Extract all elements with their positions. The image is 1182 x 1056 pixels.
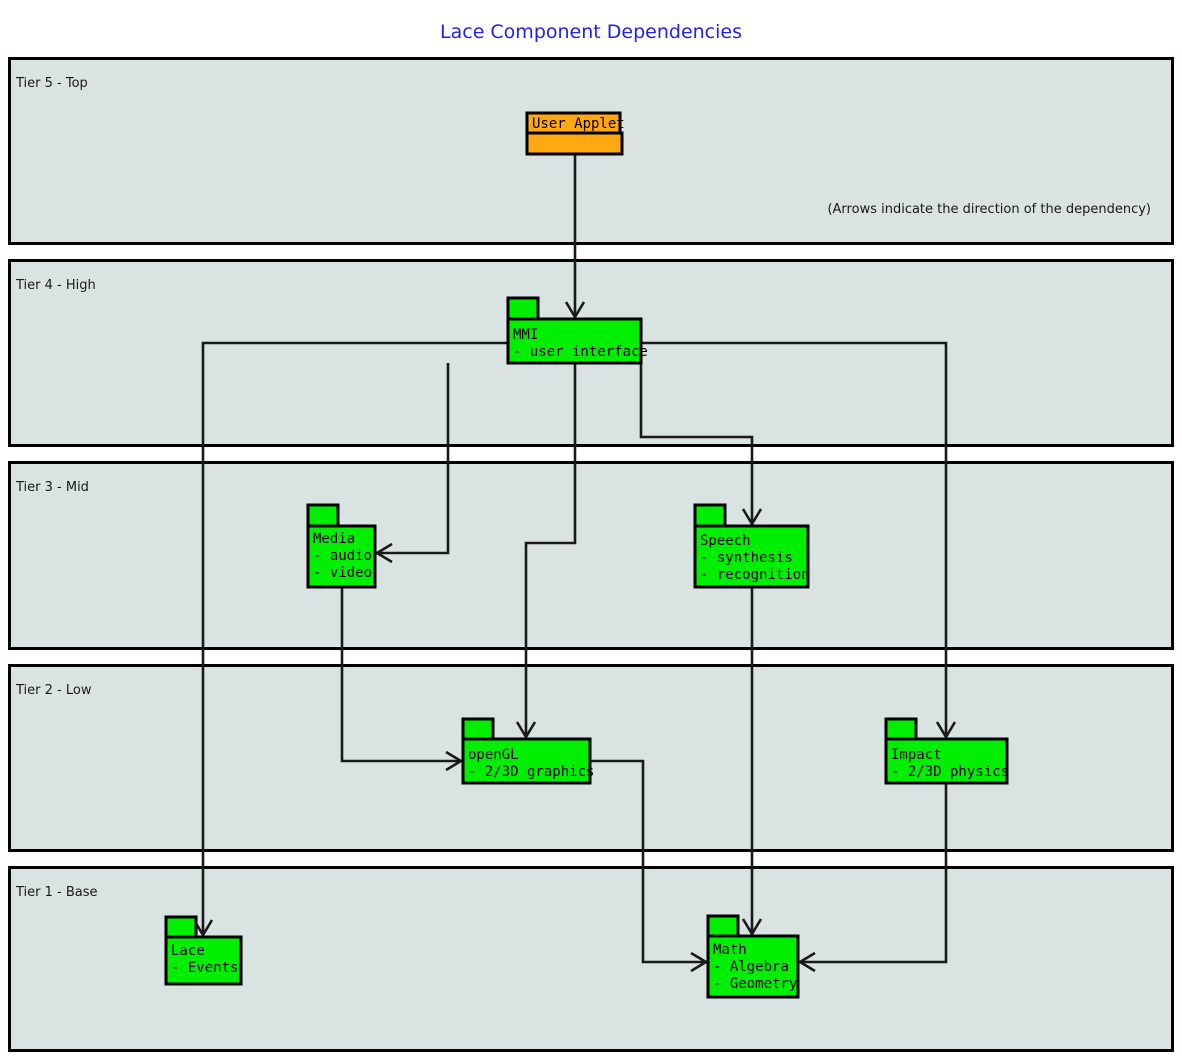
connector-line-mmi-to-lace <box>201 341 508 933</box>
package-label-lace-line-0: Lace <box>171 943 205 959</box>
package-label-speech-line-0: Speech <box>700 533 751 549</box>
connector-mmi-to-opengl <box>515 363 577 740</box>
package-label-impact-line-0: Impact <box>891 747 942 763</box>
package-label-media-line-0: Media <box>313 531 355 547</box>
package-label-opengl-line-1: - 2/3D graphics <box>468 764 594 780</box>
package-label-speech-line-2: - recognition <box>700 567 810 583</box>
connector-mmi-to-media <box>374 363 450 564</box>
arrowhead-speech-to-math <box>741 918 763 937</box>
package-tab-speech <box>693 503 727 528</box>
package-label-math-line-2: - Geometry <box>713 976 797 992</box>
connector-mmi-to-impact <box>641 341 957 740</box>
connector-line-impact-to-math <box>802 783 948 964</box>
package-tab-lace <box>164 915 198 940</box>
connector-speech-to-math <box>741 587 763 937</box>
package-label-lace-line-1: - Events <box>171 960 238 976</box>
arrowhead-mmi-to-media <box>374 542 393 564</box>
connector-user-applet-to-mmi <box>564 154 586 320</box>
legend-note: (Arrows indicate the direction of the de… <box>827 202 1151 217</box>
package-body-impact <box>884 737 1009 785</box>
arrowhead-mmi-to-opengl <box>515 721 537 740</box>
tier-label-tier2: Tier 2 - Low <box>15 683 92 698</box>
package-label-media-line-1: - audio <box>313 548 372 564</box>
package-body-math <box>706 934 800 999</box>
tier-label-tier5: Tier 5 - Top <box>15 76 88 91</box>
package-lace[interactable]: Lace- Events <box>164 915 243 986</box>
package-label-media-line-2: - video <box>313 565 372 581</box>
tier-label-tier1: Tier 1 - Base <box>15 885 98 900</box>
package-opengl[interactable]: openGL- 2/3D graphics <box>461 717 594 785</box>
package-tab-media <box>306 503 340 528</box>
package-user-applet[interactable]: User Applet <box>525 111 625 156</box>
package-label-mmi-line-0: MMI <box>513 327 538 343</box>
connector-line-mmi-to-impact <box>641 341 948 735</box>
package-label-math-line-1: - Algebra <box>713 959 789 975</box>
tier-label-tier4: Tier 4 - High <box>15 278 96 293</box>
package-math[interactable]: Math- Algebra- Geometry <box>706 914 800 999</box>
package-tab-math <box>706 914 740 939</box>
connector-opengl-to-math <box>590 759 709 973</box>
package-media[interactable]: Media- audio- video <box>306 503 377 589</box>
package-label-mmi-line-1: - user interface <box>513 344 648 360</box>
package-label-math-line-0: Math <box>713 942 747 958</box>
arrowhead-mmi-to-impact <box>935 721 957 740</box>
connector-line-mmi-to-speech <box>639 363 754 522</box>
connector-line-media-to-opengl <box>340 587 459 763</box>
package-label-opengl-line-0: openGL <box>468 747 519 763</box>
tier-group-tier3: Tier 3 - Mid <box>8 461 1174 650</box>
tier-box-tier3 <box>8 461 1174 650</box>
package-tab-impact <box>884 717 918 742</box>
package-label-impact-line-1: - 2/3D physics <box>891 764 1009 780</box>
package-mmi[interactable]: MMI- user interface <box>506 296 648 365</box>
package-body-speech <box>693 524 810 589</box>
package-body-media <box>306 524 377 589</box>
arrowhead-user-applet-to-mmi <box>564 301 586 320</box>
arrowhead-mmi-to-speech <box>741 508 763 527</box>
connector-impact-to-math <box>797 783 948 973</box>
package-body-lace <box>164 935 243 986</box>
connector-line-opengl-to-math <box>590 759 704 964</box>
package-body-opengl <box>461 737 592 785</box>
package-speech[interactable]: Speech- synthesis- recognition <box>693 503 810 589</box>
connector-line-mmi-to-media <box>379 363 450 555</box>
tier-label-tier3: Tier 3 - Mid <box>15 480 89 495</box>
arrowhead-opengl-to-math <box>690 951 709 973</box>
package-tab-mmi <box>506 296 540 321</box>
package-label-speech-line-1: - synthesis <box>700 550 793 566</box>
package-impact[interactable]: Impact- 2/3D physics <box>884 717 1009 785</box>
connector-mmi-to-speech <box>639 363 763 527</box>
package-tab-opengl <box>461 717 495 742</box>
page-title: Lace Component Dependencies <box>440 21 742 43</box>
connector-line-mmi-to-opengl <box>524 363 577 735</box>
package-body-mmi <box>506 317 643 365</box>
connector-layer <box>192 154 957 973</box>
arrowhead-impact-to-math <box>797 951 816 973</box>
package-body-user-applet <box>525 131 624 156</box>
package-label-user-applet-line-0: User Applet <box>532 116 625 132</box>
arrowhead-media-to-opengl <box>445 750 464 772</box>
connector-media-to-opengl <box>340 587 464 772</box>
